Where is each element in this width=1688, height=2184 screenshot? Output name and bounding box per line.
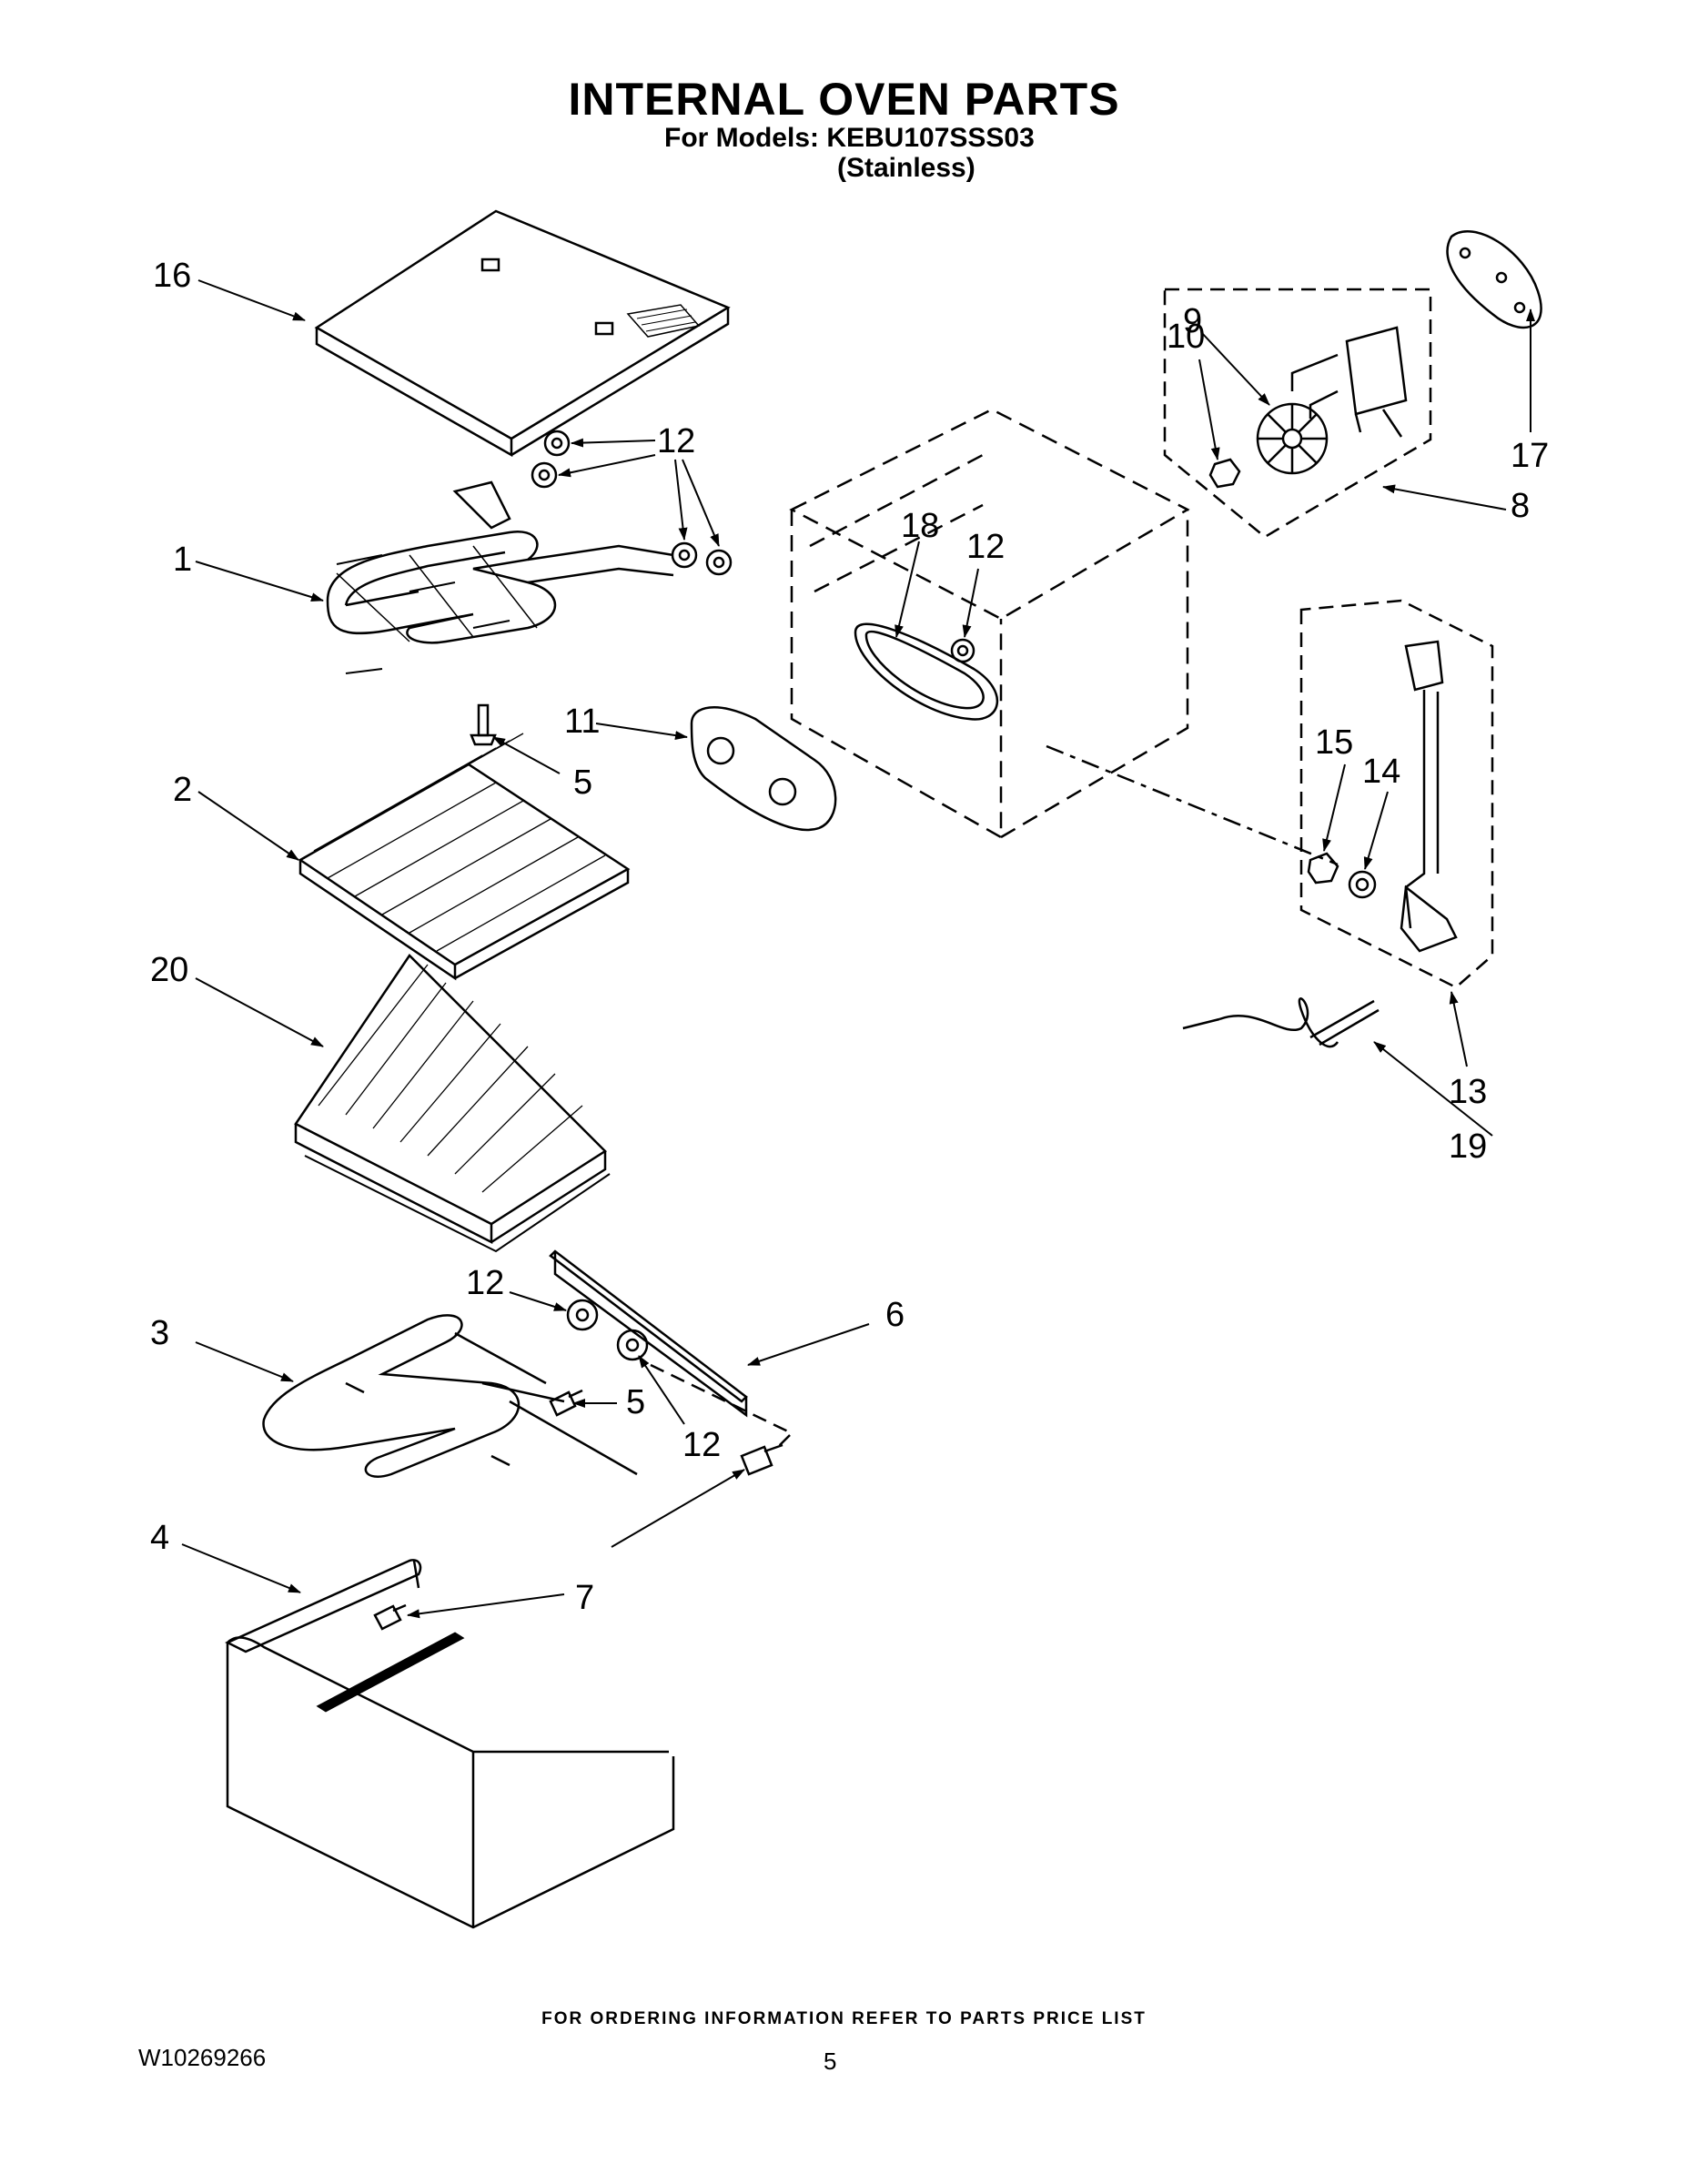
oven-cavity-dashed [789,408,1190,840]
rollout-rack-part [294,954,611,1253]
bake-cover-part [225,1559,675,1929]
page-title: INTERNAL OVEN PARTS [568,74,1120,125]
callout-6: 6 [885,1296,905,1334]
callout-20: 20 [150,951,188,989]
fan-gasket-plate-part [1446,230,1542,329]
callout-11: 11 [564,703,600,741]
callout-2: 2 [173,771,192,809]
callout-8: 8 [1511,487,1530,525]
sensor-dashed-line [1046,744,1339,866]
screw-part-bottom [373,1603,407,1631]
callout-19: 19 [1449,1127,1487,1166]
insulator-washers-bottom [566,1299,649,1361]
callout-9: 9 [1183,302,1202,340]
callout-13: 13 [1449,1073,1487,1111]
sensor-group-outline [1299,599,1494,989]
temperature-sensor-part [1400,640,1458,953]
nut-washer-parts [1307,852,1377,899]
top-panel-part [314,209,731,458]
fan-motor-group-outline [1163,288,1432,539]
finish-label: (Stainless) [837,153,975,183]
document-number: W10269266 [138,2044,267,2071]
meat-probe-part [1182,997,1380,1048]
broil-element-part [326,480,674,674]
callout-12-cavity: 12 [966,528,1005,566]
callout-18: 18 [901,507,939,545]
callout-15: 15 [1315,723,1353,762]
models-line: For Models: KEBU107SSS03 [664,123,1035,153]
fan-blade-part [1256,402,1329,475]
callout-7: 7 [575,1579,594,1617]
callout-1: 1 [173,541,192,579]
callout-5-upper: 5 [573,763,592,802]
element-bracket-part [549,1249,748,1418]
fan-cover-part [690,706,837,832]
insulator-washers-top [531,430,733,576]
oven-rack-part [298,733,631,981]
insulator-washer-cavity [950,638,975,663]
callout-12-lower-a: 12 [466,1264,504,1302]
callout-12-upper: 12 [657,422,695,460]
callout-5-lower: 5 [626,1383,645,1421]
callout-17: 17 [1511,437,1549,475]
ordering-note: FOR ORDERING INFORMATION REFER TO PARTS … [541,2009,1147,2028]
callout-14: 14 [1362,753,1400,791]
callout-12-lower-b: 12 [682,1426,721,1464]
callout-3: 3 [150,1314,169,1352]
callout-10: 10 [1167,318,1205,356]
gasket-part [854,622,999,721]
assembly-dashed-line [650,1363,794,1448]
fan-motor-part [1290,326,1408,438]
screw-part-7 [740,1443,783,1476]
callout-4: 4 [150,1519,169,1557]
page-number: 5 [824,2048,837,2075]
bake-element-part [262,1314,638,1478]
callout-16: 16 [153,257,191,295]
screw-part-upper [470,703,497,746]
nut-part [1208,458,1241,489]
leader-arrows [181,279,1535,1619]
